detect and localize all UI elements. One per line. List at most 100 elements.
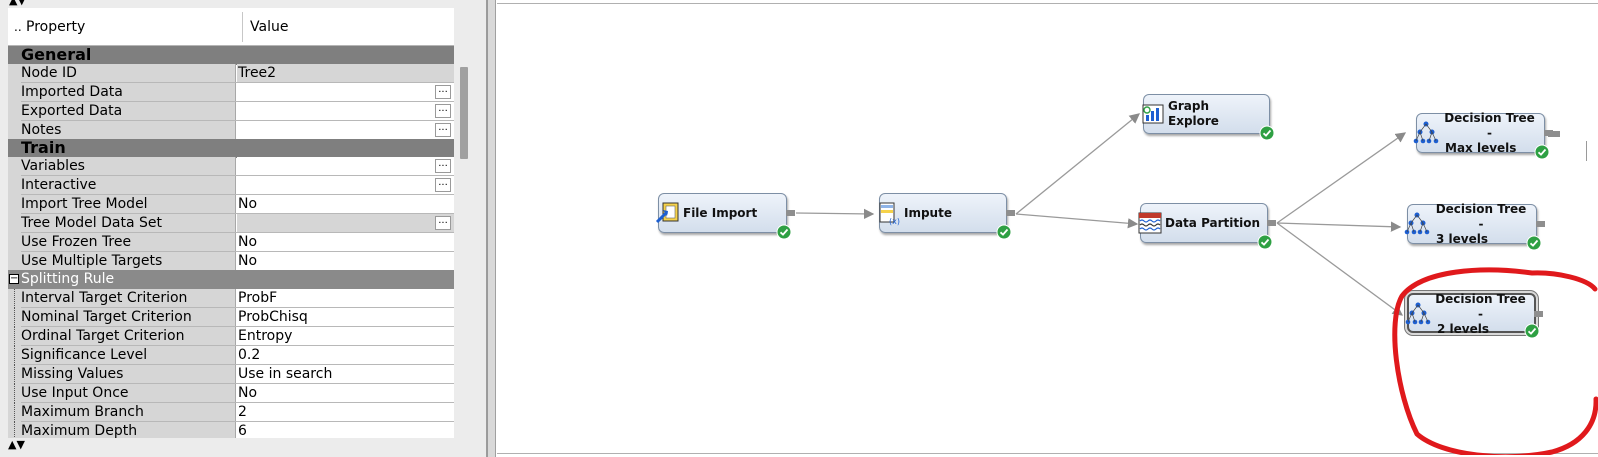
node-decision-tree-2-levels[interactable]: Decision Tree -2 levels [1405,292,1543,339]
property-value[interactable]: No [237,384,454,402]
property-row-missing-values[interactable]: Missing Values Use in search [8,365,454,384]
property-row-maximum-depth[interactable]: Maximum Depth 6 [8,422,454,438]
property-value: Tree2 [237,64,454,82]
property-name: Interval Target Criterion [21,289,236,307]
graph-explore-icon [1142,104,1164,124]
property-row-imported-data[interactable]: Imported Data ... [8,83,454,102]
property-name: Import Tree Model [21,195,236,213]
status-check-icon [776,224,792,240]
arrow-partition-dt3 [1276,221,1402,232]
ellipsis-button[interactable]: ... [435,216,451,230]
property-row-nominal-target-criterion[interactable]: Nominal Target Criterion ProbChisq [8,308,454,327]
output-port[interactable] [1536,221,1545,227]
output-port[interactable] [1267,220,1276,226]
group-header-general: General [8,46,454,65]
status-check-icon [1534,144,1550,160]
panel-collapse-arrows[interactable]: ▲▼ [9,0,26,7]
output-port[interactable] [1534,311,1543,317]
property-name: Node ID [21,64,236,82]
node-label-line2: 2 levels [1437,321,1489,336]
group-label: Train [21,138,66,157]
column-header-property[interactable]: Property [26,19,86,35]
data-partition-icon [1138,212,1162,234]
property-value[interactable]: No [237,252,454,270]
property-row-import-tree-model[interactable]: Import Tree Model No [8,195,454,214]
column-separator[interactable] [242,12,243,42]
node-label: Graph Explore [1168,99,1219,128]
property-value[interactable]: 6 [237,422,454,438]
property-value[interactable] [237,121,454,139]
property-name: Maximum Branch [21,403,236,421]
property-value[interactable]: ProbChisq [237,308,454,326]
properties-panel: ▲▼ .. Property Value General Node ID Tre… [0,0,487,457]
column-header-value[interactable]: Value [250,19,289,35]
property-value[interactable]: No [237,233,454,251]
group-label: Splitting Rule [21,271,115,287]
property-name: Interactive [21,176,236,194]
node-graph-explore[interactable]: Graph Explore [1142,94,1275,141]
node-decision-tree-max[interactable]: Decision Tree -Max levels [1413,111,1553,160]
ellipsis-button[interactable]: ... [435,85,451,99]
collapse-minus-icon[interactable]: − [9,273,19,284]
node-label-line1: Decision Tree - [1435,201,1527,231]
node-label-line2: 3 levels [1436,231,1488,246]
ellipsis-button[interactable]: ... [435,178,451,192]
output-port[interactable] [786,210,795,216]
property-row-node-id[interactable]: Node ID Tree2 [8,64,454,83]
property-row-interactive[interactable]: Interactive ... [8,176,454,195]
property-row-maximum-branch[interactable]: Maximum Branch 2 [8,403,454,422]
property-name: Maximum Depth [21,422,236,438]
property-table-scrollbar[interactable] [455,8,477,436]
group-label: General [21,46,92,64]
file-import-icon [655,202,679,224]
ellipsis-button[interactable]: ... [435,104,451,118]
edge-connector-stub [1548,131,1560,137]
property-value[interactable] [237,157,454,175]
property-value[interactable]: ProbF [237,289,454,307]
property-value[interactable] [237,83,454,101]
node-file-import[interactable]: File Import [655,193,795,240]
node-label: File Import [683,205,758,220]
property-row-exported-data[interactable]: Exported Data ... [8,102,454,121]
property-value[interactable]: 0.2 [237,346,454,364]
node-label: Data Partition [1165,215,1261,230]
property-row-use-multiple-targets[interactable]: Use Multiple Targets No [8,252,454,271]
property-value[interactable] [237,102,454,120]
arrow-impute-datapartition [1015,213,1139,229]
property-value[interactable] [237,176,454,194]
node-impute[interactable]: (x) Impute [879,193,1015,240]
property-row-use-input-once[interactable]: Use Input Once No [8,384,454,403]
property-row-notes[interactable]: Notes ... [8,121,454,140]
property-value[interactable]: 2 [237,403,454,421]
edge-wire-stub [1586,141,1587,161]
node-decision-tree-3-levels[interactable]: Decision Tree -3 levels [1404,201,1545,251]
property-value[interactable]: Use in search [237,365,454,383]
property-row-interval-target-criterion[interactable]: Interval Target Criterion ProbF [8,289,454,308]
property-name: Exported Data [21,102,236,120]
status-check-icon [996,224,1012,240]
decision-tree-icon [1413,121,1439,144]
diagram-workspace[interactable]: File Import (x) Impute Graph Explore [497,3,1598,455]
output-port[interactable] [1006,210,1015,216]
property-row-tree-model-data-set[interactable]: Tree Model Data Set ... [8,214,454,233]
property-row-ordinal-target-criterion[interactable]: Ordinal Target Criterion Entropy [8,327,454,346]
node-label: Decision Tree -3 levels [1432,201,1530,246]
scrollbar-thumb[interactable] [460,67,468,159]
panel-resize-arrows[interactable]: ▲▼ [8,438,25,451]
status-check-icon [1257,234,1273,250]
property-name: Missing Values [21,365,236,383]
property-value[interactable]: No [237,195,454,213]
ellipsis-button[interactable]: ... [435,123,451,137]
ellipsis-button[interactable]: ... [435,159,451,173]
property-value[interactable]: Entropy [237,327,454,345]
decision-tree-icon [1405,302,1431,325]
arrow-partition-dt2 [1276,222,1404,316]
node-data-partition[interactable]: Data Partition [1138,203,1276,250]
property-row-variables[interactable]: Variables ... [8,157,454,176]
property-name: Ordinal Target Criterion [21,327,236,345]
panel-splitter[interactable] [487,0,496,457]
property-row-use-frozen-tree[interactable]: Use Frozen Tree No [8,233,454,252]
group-header-splitting-rule[interactable]: − Splitting Rule [8,270,454,289]
property-name: Tree Model Data Set [21,214,236,232]
property-row-significance-level[interactable]: Significance Level 0.2 [8,346,454,365]
